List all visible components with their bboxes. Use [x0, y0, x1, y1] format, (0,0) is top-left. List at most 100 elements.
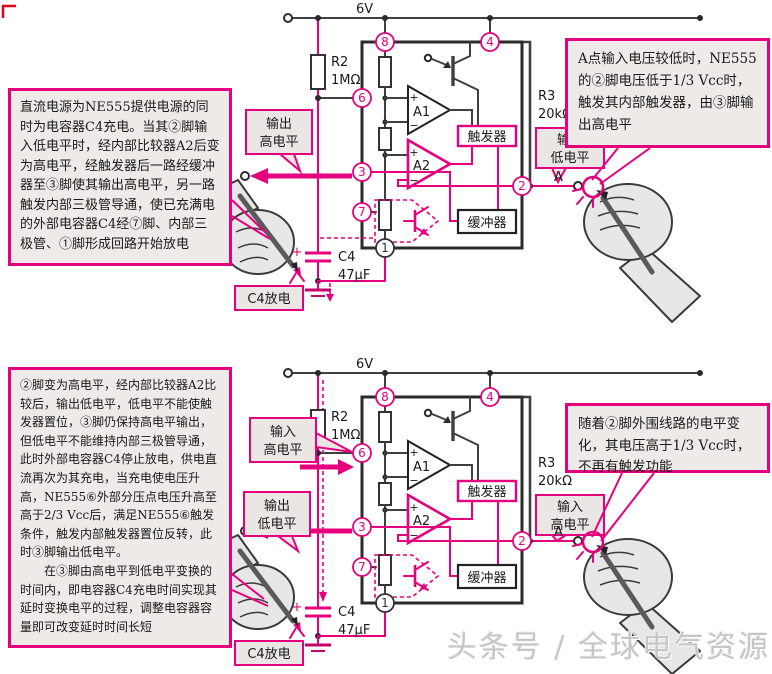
tag-input-high-right: 输入 高电平 [535, 494, 605, 543]
callout-bottom-left-text-2: 在③脚由高电平到低电平变换的时间内，即电容器C4充电时间实现其延时变换电平的过程… [20, 563, 217, 634]
svg-text:输入: 输入 [557, 499, 583, 515]
tag-output-high: 输出 高电平 [245, 109, 313, 175]
svg-text:8: 8 [381, 390, 389, 404]
output-terminal [240, 171, 250, 181]
reset-transistor [423, 396, 479, 482]
callout-bottom-left: ②脚变为高电平，经内部比较器A2比较后，输出低电平，低电平不能使触发器置位，③脚… [8, 367, 232, 648]
comparator-a1: + − A1 [407, 439, 453, 491]
svg-text:高电平: 高电平 [259, 134, 298, 150]
r3-name: R3 [538, 89, 555, 104]
capacitor-c4: + [292, 245, 386, 302]
svg-text:−: − [409, 174, 418, 187]
buffer-label: 缓冲器 [467, 216, 506, 231]
reset-transistor [423, 41, 479, 127]
svg-text:1MΩ: 1MΩ [331, 428, 360, 443]
ic-pins: 8 4 6 3 7 2 1 [352, 387, 532, 613]
signal-paths [370, 464, 514, 577]
svg-text:8: 8 [381, 35, 389, 49]
c4-value: 47μF [338, 268, 370, 283]
r2-name: R2 [331, 55, 348, 70]
supply-label: 6V [356, 2, 373, 17]
svg-text:A1: A1 [413, 460, 430, 475]
supply-terminal [283, 13, 293, 23]
capacitor-c4: + [292, 600, 386, 652]
corner-mark [1, 4, 16, 18]
svg-text:输出: 输出 [266, 116, 292, 132]
svg-text:−: − [409, 474, 418, 487]
svg-text:3: 3 [358, 520, 366, 534]
svg-text:−: − [409, 529, 418, 542]
resistor-r2 [310, 54, 326, 90]
svg-text:3: 3 [358, 165, 366, 179]
svg-text:输入: 输入 [270, 424, 296, 440]
callout-bottom-left-text-1: ②脚变为高电平，经内部比较器A2比较后，输出低电平，低电平不能使触发器置位，③脚… [20, 378, 217, 560]
svg-text:47μF: 47μF [338, 623, 370, 638]
point-a-label: A [554, 525, 563, 540]
svg-text:触发器: 触发器 [467, 484, 506, 500]
tag-output-low: 输出 低电平 [243, 491, 311, 554]
callout-top-right: A点输入电压较低时，NE555的②脚电压低于1/3 Vcc时，触发其内部触发器，… [565, 38, 770, 148]
flipflop-box [456, 479, 518, 503]
callout-bottom-right-text: 随着②脚外围线路的电平变化，其电压高于1/3 Vcc时，不再有触发功能 [578, 416, 751, 476]
probe-highlight [581, 530, 605, 554]
discharge-transistor [370, 554, 440, 598]
svg-text:6V: 6V [356, 357, 373, 372]
output-arrow [250, 168, 352, 184]
svg-text:缓冲器: 缓冲器 [467, 571, 506, 586]
svg-text:4: 4 [486, 390, 494, 404]
pen [237, 193, 296, 269]
svg-text:7: 7 [358, 560, 366, 574]
circuit-top: + − A 1 + − A2 触发器 缓冲器 [203, 2, 703, 323]
buffer-box [456, 563, 518, 590]
svg-text:4: 4 [486, 35, 494, 49]
svg-text:输出: 输出 [264, 498, 290, 514]
callout-top-right-text: A点输入电压较低时，NE555的②脚电压低于1/3 Vcc时，触发其内部触发器，… [578, 51, 757, 133]
probe-highlight [581, 175, 605, 199]
svg-text:1: 1 [381, 596, 389, 610]
hand-right [572, 530, 701, 674]
callout-bottom-right: 随着②脚外围线路的电平变化，其电压高于1/3 Vcc时，不再有触发功能 [565, 403, 770, 475]
flipflop-label: 触发器 [467, 129, 506, 145]
svg-text:1: 1 [381, 241, 389, 255]
signal-paths [370, 109, 514, 222]
flipflop-box [456, 124, 518, 148]
svg-text:低电平: 低电平 [550, 151, 589, 166]
internal-divider [378, 405, 409, 595]
callout-leaders [231, 147, 655, 607]
svg-text:6: 6 [358, 91, 366, 105]
svg-text:高电平: 高电平 [550, 517, 589, 533]
svg-text:7: 7 [358, 205, 366, 219]
svg-text:+: + [409, 91, 418, 104]
r3-value: 20kΩ [538, 107, 572, 122]
hand-right [572, 175, 701, 323]
point-a-label: A [554, 170, 563, 185]
svg-text:2: 2 [518, 534, 526, 548]
c4-name: C4 [338, 250, 355, 265]
svg-text:+: + [292, 600, 303, 615]
tag-c4-discharge: C4放电 [234, 267, 305, 311]
svg-text:C4放电: C4放电 [247, 647, 290, 662]
svg-text:高电平: 高电平 [263, 442, 302, 458]
svg-text:2: 2 [518, 179, 526, 193]
svg-text:R3: R3 [538, 456, 555, 471]
comparator-a2: + − A2 [406, 137, 453, 191]
svg-text:C4: C4 [338, 605, 355, 620]
a2-label: A2 [413, 159, 430, 174]
svg-text:+: + [409, 501, 418, 514]
r2-value: 1MΩ [331, 73, 360, 88]
svg-text:20kΩ: 20kΩ [538, 474, 572, 489]
svg-text:A2: A2 [413, 514, 430, 529]
svg-text:−: − [409, 119, 418, 132]
svg-text:+: + [409, 146, 418, 159]
svg-text:R2: R2 [331, 410, 348, 425]
comparator-a2: + − A2 [406, 492, 453, 546]
svg-text:+: + [292, 245, 303, 260]
input-arrow [300, 459, 354, 475]
ic-pins: 8 4 6 3 7 2 1 [352, 32, 532, 258]
svg-text:+: + [409, 446, 418, 459]
svg-text:低电平: 低电平 [257, 517, 296, 532]
wires [240, 13, 703, 254]
svg-text:6: 6 [358, 446, 366, 460]
